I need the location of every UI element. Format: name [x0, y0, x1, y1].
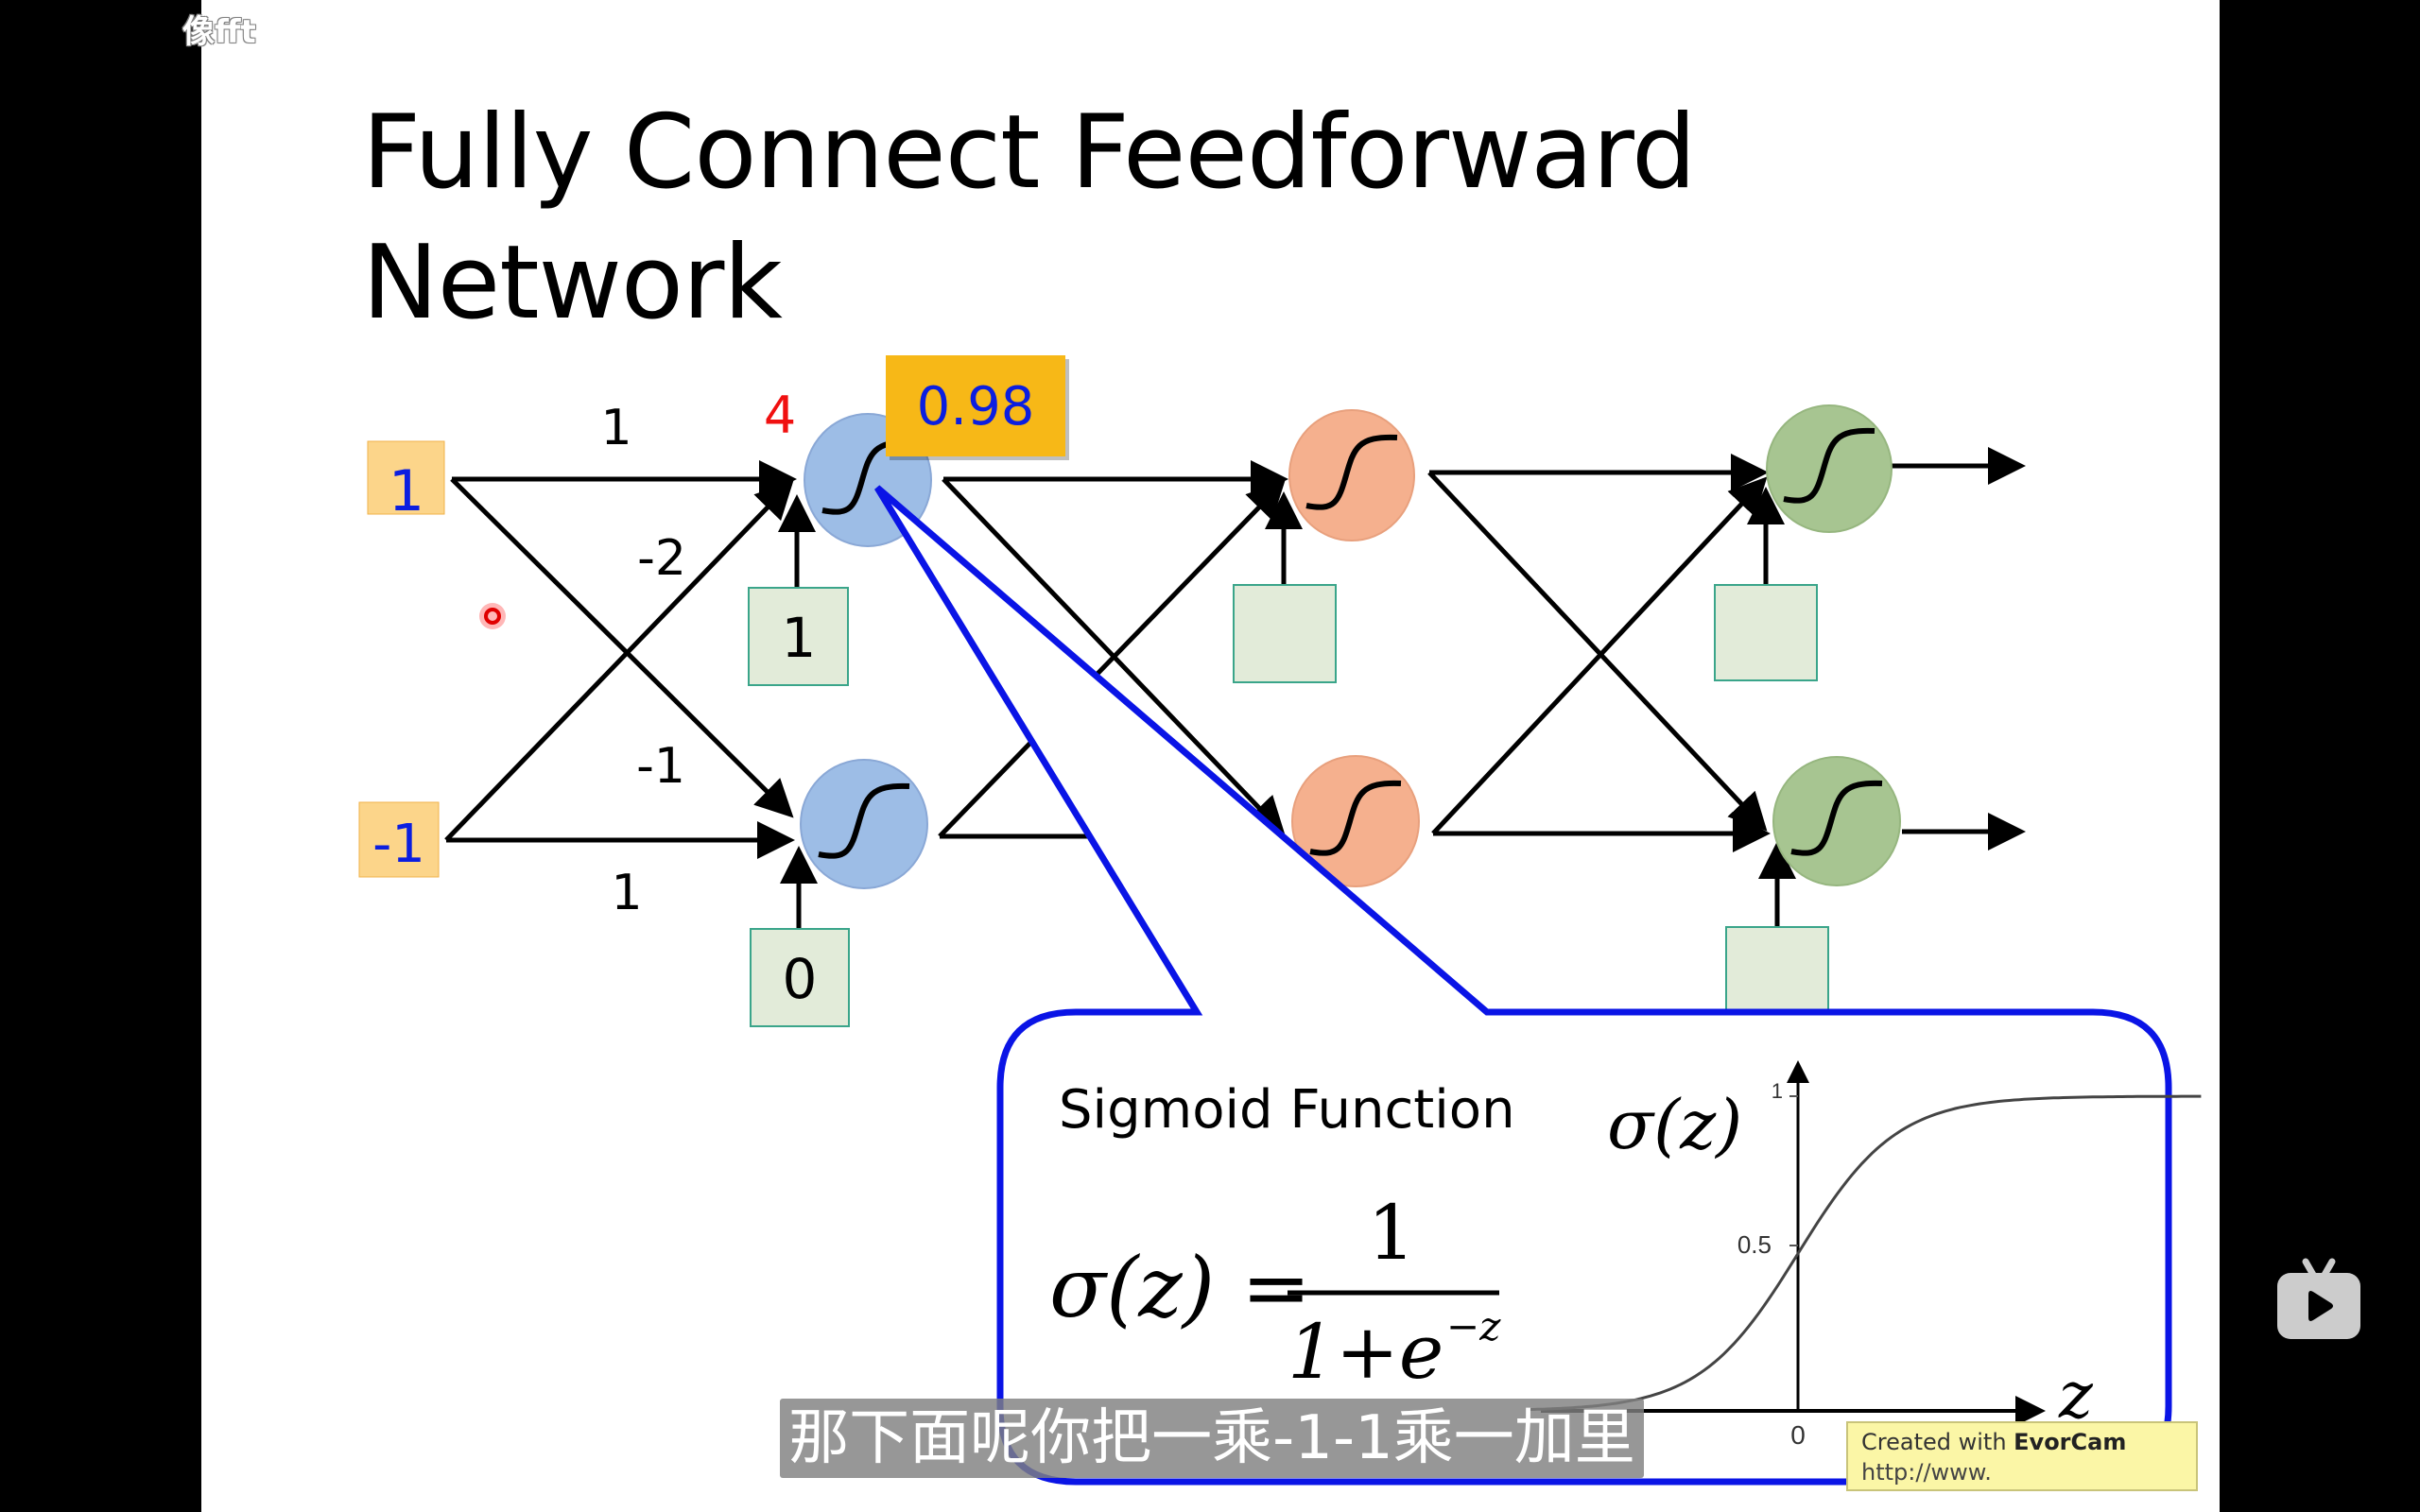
formula-numerator: 1 [1368, 1189, 1416, 1277]
bias-box-layer1-2 [750, 928, 850, 1027]
sigmoid-glyph-icon [1305, 434, 1398, 510]
weight-labels: 1 -2 -1 1 [600, 400, 685, 921]
edge-n2-m1 [938, 480, 1286, 838]
sigmoid-glyph-icon [818, 782, 910, 859]
edge-x2-n1 [444, 480, 794, 842]
neuron-layer2-1 [1288, 409, 1415, 541]
neuron-layer3-1 [1766, 404, 1893, 533]
tick-label-x-0: 0 [1790, 1420, 1806, 1450]
neuron-body [800, 759, 928, 889]
tick-label-y-1: 1 [1772, 1079, 1783, 1103]
weight-label-x1-n2: -1 [636, 738, 685, 795]
badge-brand: EvorCam [2014, 1429, 2127, 1455]
weight-label-x1-n1: 1 [600, 400, 631, 456]
edge-m1-o2 [1427, 471, 1768, 832]
badge-url: http://www. [1861, 1459, 1992, 1486]
bias-box-layer3-1 [1714, 584, 1818, 681]
sigmoid-callout: Sigmoid Function σ(z) = 1 1+e −z σ(z) 1 … [874, 485, 2202, 1486]
neuron-body [1772, 756, 1901, 886]
bias-box-layer3-2 [1725, 926, 1829, 1018]
neuron-body [1288, 409, 1415, 541]
weight-label-x2-n1: -2 [637, 530, 686, 587]
laser-pointer-dot [484, 608, 501, 625]
sigmoid-glyph-icon [1790, 780, 1883, 856]
sigmoid-glyph-icon [1309, 780, 1402, 856]
neurons [800, 404, 1901, 889]
sigmoid-glyph-icon [1783, 427, 1876, 504]
slide-title-line2: Network [362, 224, 783, 342]
input-value-2: -1 [372, 814, 425, 875]
layer1-edges [444, 460, 818, 929]
weight-label-x2-n2: 1 [611, 865, 642, 921]
video-subtitle: 那下面呢你把一乘-1-1乘一加里 [780, 1399, 1644, 1478]
bias-nodes: 1 0 [748, 584, 1829, 1027]
bilibili-tv-icon[interactable] [2273, 1252, 2364, 1343]
callout-heading: Sigmoid Function [1059, 1079, 1515, 1141]
input-value-1: 1 [389, 458, 424, 524]
bias-box-layer1-1 [748, 587, 849, 686]
input-box-1 [367, 440, 445, 515]
activation-value: 0.98 [917, 376, 1035, 438]
activation-box [886, 355, 1065, 456]
tick-label-y-05: 0.5 [1737, 1230, 1772, 1259]
graph-ylabel: σ(z) [1607, 1085, 1742, 1164]
slide-title-line1: Fully Connect Feedforward [362, 94, 1697, 212]
input-box-2 [358, 801, 440, 878]
neuron-body [1766, 404, 1893, 533]
edge-m2-o1 [1431, 476, 1768, 835]
formula-lhs: σ(z) = [1049, 1239, 1311, 1336]
laser-pointer-glow [479, 603, 506, 629]
bias-box-layer2-1 [1233, 584, 1337, 683]
edge-x1-n2 [450, 477, 794, 818]
input-nodes: 1 -1 [358, 440, 445, 878]
neuron-layer1-2 [800, 759, 928, 889]
neuron-layer3-2 [1772, 756, 1901, 886]
formula-denominator: 1+e [1288, 1308, 1443, 1396]
badge-prefix: Created with [1861, 1429, 2014, 1455]
layer3-edges [1427, 447, 2026, 927]
bias-value-layer1-2: 0 [783, 947, 818, 1011]
bias-value-layer1-1: 1 [782, 606, 817, 670]
channel-watermark: 像fft [182, 13, 256, 51]
graph-xlabel: z [2058, 1359, 2094, 1434]
formula-exponent: −z [1446, 1303, 1501, 1349]
weighted-sum-label: 4 [764, 386, 796, 445]
evorcam-badge: Created with EvorCam http://www. [1846, 1421, 2198, 1491]
activation-output: 0.98 [886, 355, 1069, 460]
neuron-layer2-2 [1291, 755, 1420, 887]
